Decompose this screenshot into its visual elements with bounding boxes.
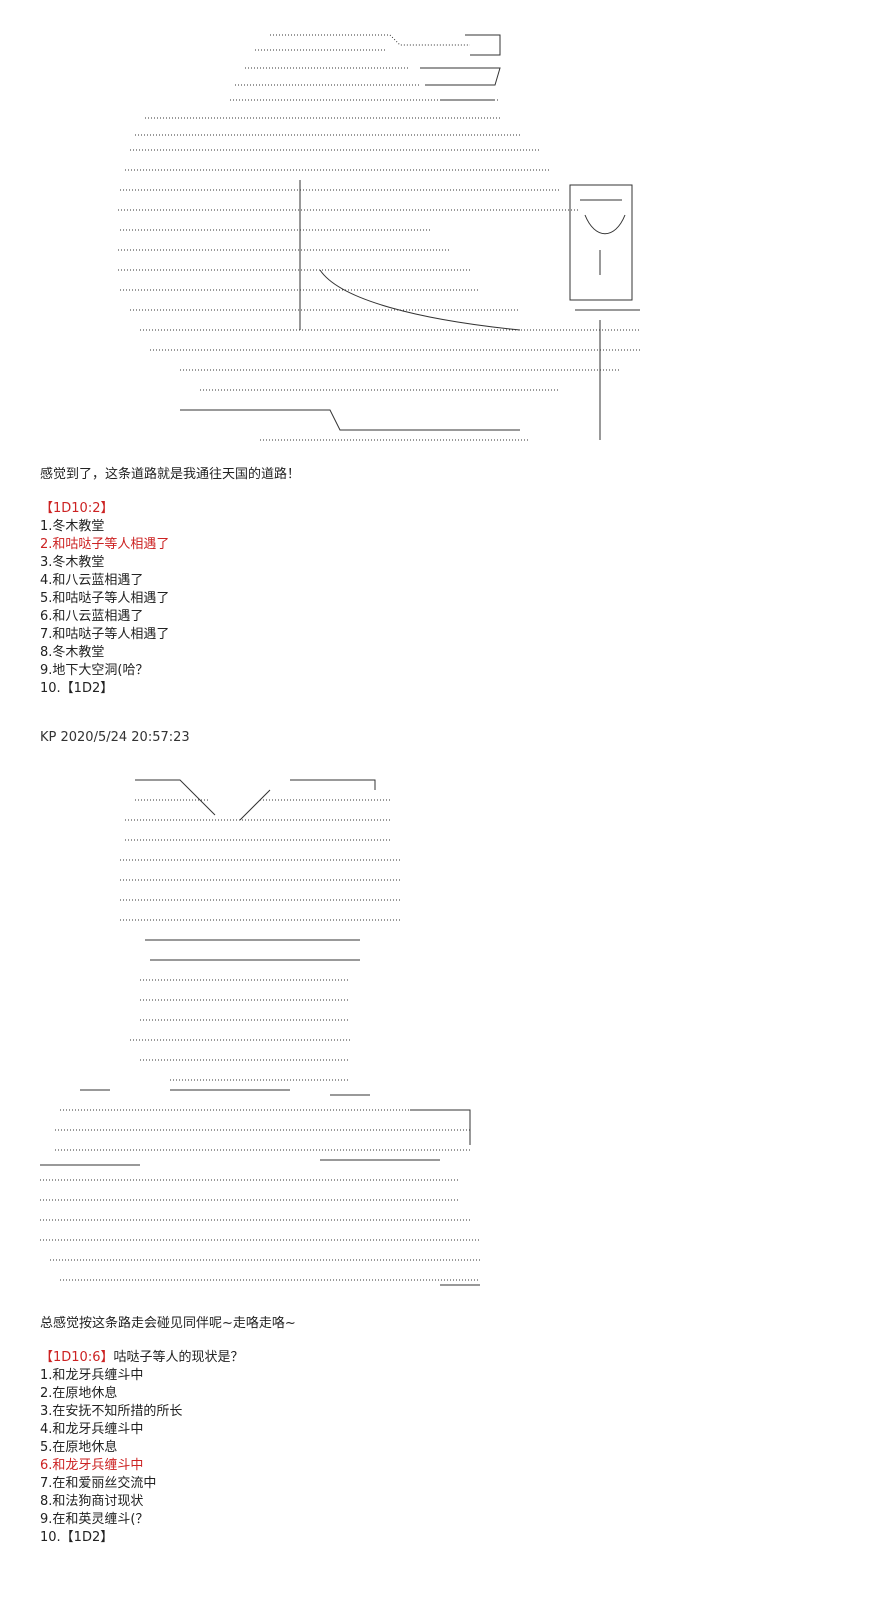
- ascii-art-head: [120, 859, 400, 1081]
- option-item: 8.和法狗商讨现状: [40, 1494, 144, 1509]
- ascii-art-hat: [118, 34, 580, 211]
- option-item: 3.在安抚不知所措的所长: [40, 1404, 183, 1419]
- option-item: 4.和八云蓝相遇了: [40, 573, 144, 588]
- option-item: 5.在原地休息: [40, 1440, 118, 1455]
- dice-roll-result-1: 【1D10:2】: [40, 501, 114, 516]
- option-item: 3.冬木教堂: [40, 555, 105, 570]
- dice-roll-line-2: 【1D10:6】咕哒子等人的现状是？: [40, 1349, 244, 1367]
- option-item: 10.【1D2】: [40, 681, 114, 696]
- option-item: 7.在和爱丽丝交流中: [40, 1476, 157, 1491]
- option-item-selected: 2.和咕哒子等人相遇了: [40, 537, 170, 552]
- option-item: 4.和龙牙兵缠斗中: [40, 1422, 144, 1437]
- narration-line-1: 感觉到了，这条道路就是我通往天国的道路！: [40, 467, 301, 482]
- ascii-art-bottom: [40, 779, 480, 1286]
- option-item: 5.和咕哒子等人相遇了: [40, 591, 170, 606]
- ascii-art-face: [118, 180, 640, 441]
- option-item-selected: 6.和龙牙兵缠斗中: [40, 1458, 144, 1473]
- ascii-art-body: [40, 1089, 480, 1286]
- option-item: 1.和龙牙兵缠斗中: [40, 1368, 144, 1383]
- option-item: 1.冬木教堂: [40, 519, 105, 534]
- option-item: 10.【1D2】: [40, 1530, 114, 1545]
- option-item: 9.在和英灵缠斗(？: [40, 1512, 149, 1527]
- dice-roll-question: 咕哒子等人的现状是？: [113, 1350, 244, 1365]
- post-meta: KP 2020/5/24 20:57:23: [40, 730, 190, 745]
- ascii-art-ears: [125, 779, 390, 841]
- option-item: 2.在原地休息: [40, 1386, 118, 1401]
- option-item: 9.地下大空洞(哈？: [40, 663, 149, 678]
- narration-line-2: 总感觉按这条路走会碰见同伴呢~走咯走咯~: [40, 1316, 296, 1331]
- ascii-art-lantern: [569, 184, 640, 440]
- option-item: 7.和咕哒子等人相遇了: [40, 627, 170, 642]
- ascii-art-top: [118, 34, 640, 441]
- dice-roll-result-2: 【1D10:6】: [40, 1350, 114, 1365]
- option-item: 8.冬木教堂: [40, 645, 105, 660]
- option-item: 6.和八云蓝相遇了: [40, 609, 144, 624]
